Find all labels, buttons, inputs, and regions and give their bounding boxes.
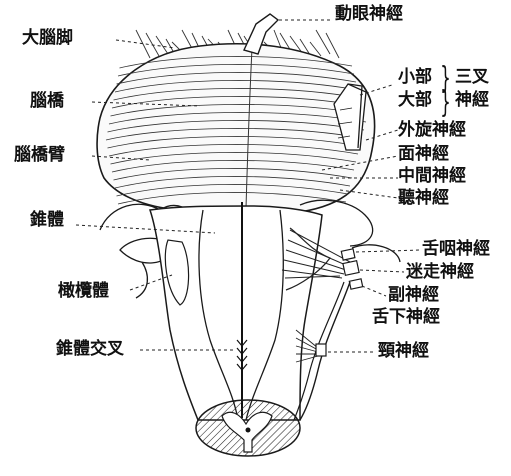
peduncle-fiber-line [326,33,339,58]
label-glossopharyngeal-nerve: 舌咽神經 [422,241,490,258]
label-cervical-nerve: 頸神經 [378,343,429,360]
label-pyramidal-decussation: 錐體交叉 [56,341,124,358]
label-cerebral-peduncle: 大腦脚 [22,30,73,47]
label-pons: 腦橋 [30,93,64,110]
label-hypoglossal-nerve: 舌下神經 [372,309,440,326]
label-intermediate-nerve: 中間神經 [398,168,466,185]
label-pyramid: 錐體 [30,212,64,229]
brace-right: } [440,88,451,118]
label-accessory-nerve: 副神經 [388,287,439,304]
label-middle-cerebellar-peduncle: 腦橋臂 [14,147,65,164]
label-abducens-nerve: 外旋神經 [398,122,466,139]
label-trigeminal-nerve-b: 神經 [455,92,489,109]
peduncle-fiber-line [156,36,168,54]
nerve-stumps [341,249,362,289]
central-canal [246,428,251,433]
label-facial-nerve: 面神經 [398,146,449,163]
label-oculomotor-nerve: 動眼神經 [335,6,403,23]
label-vagus-nerve: 迷走神經 [406,264,474,281]
label-auditory-nerve: 聽神經 [398,190,449,207]
label-trigeminal-major: 大部 [398,92,432,109]
label-olive: 橄欖體 [58,283,109,300]
cervical-nerve-stump [316,344,326,356]
medulla-shape [150,206,322,420]
label-trigeminal-nerve-a: 三叉 [455,69,489,86]
label-trigeminal-minor: 小部 [398,69,432,86]
peduncle-fiber-line [316,30,330,54]
